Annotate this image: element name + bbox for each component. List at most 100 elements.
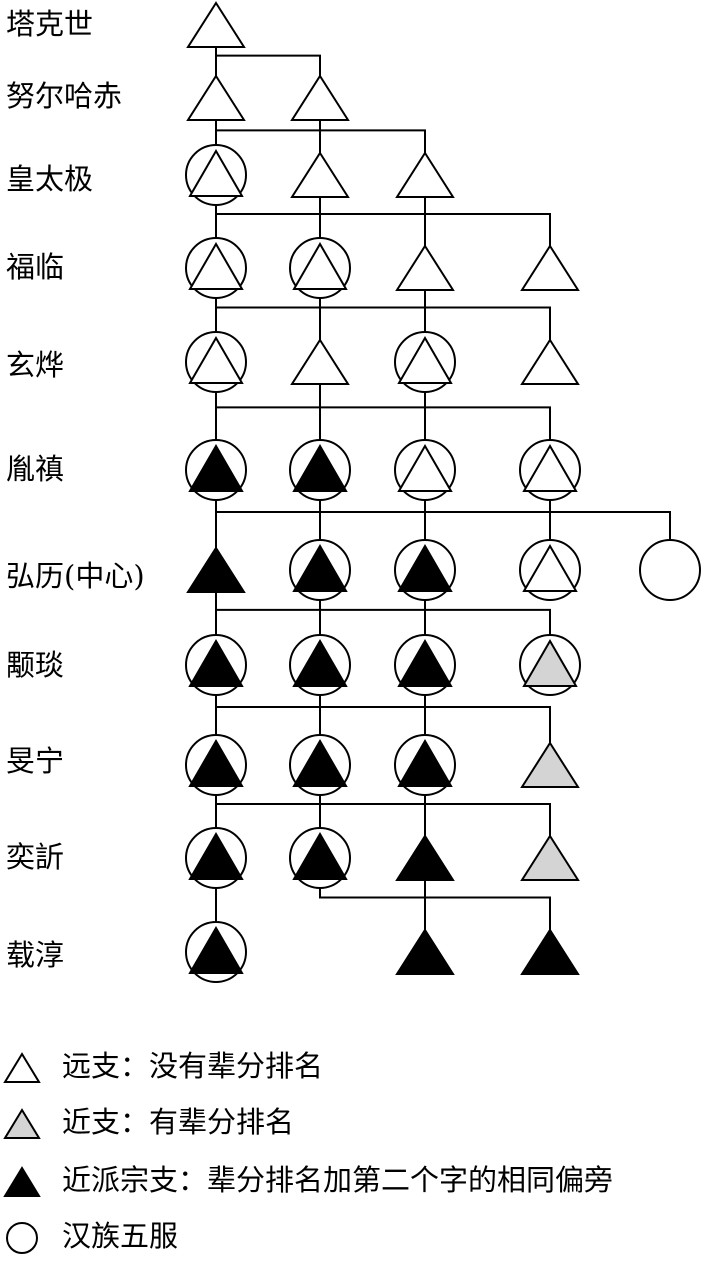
node-triangle <box>186 546 246 593</box>
generation-label-hong-taiji: 皇太极 <box>6 162 94 196</box>
node-triangle <box>188 832 244 880</box>
node-triangle <box>188 926 244 974</box>
node-g7-0 <box>185 634 247 696</box>
node-g4-1 <box>290 338 350 385</box>
node-triangle <box>292 739 348 787</box>
node-triangle <box>292 444 348 492</box>
node-triangle <box>397 639 453 687</box>
generation-label-taksi: 塔克世 <box>6 7 94 41</box>
node-g8-0 <box>185 734 247 796</box>
node-triangle <box>290 338 350 385</box>
genealogy-tree <box>185 1 701 983</box>
node-g7-3 <box>519 634 581 696</box>
node-g8-1 <box>289 734 351 796</box>
node-g10-0 <box>185 921 247 983</box>
node-triangle <box>292 242 348 290</box>
generation-label-minning: 旻宁 <box>6 744 65 778</box>
node-g2-0 <box>185 144 247 206</box>
generation-label-nurhaci: 努尔哈赤 <box>6 79 123 113</box>
node-g10-2 <box>395 928 455 975</box>
node-triangle <box>188 639 244 687</box>
node-triangle <box>395 834 455 881</box>
node-triangle <box>395 928 455 975</box>
node-triangle <box>188 739 244 787</box>
edge-g4-1-g5-2 <box>319 364 426 470</box>
generation-label-yixin: 奕訢 <box>6 840 65 874</box>
node-triangle <box>397 444 453 492</box>
node-triangle <box>290 74 350 121</box>
node-circle <box>639 539 701 601</box>
node-triangle <box>520 244 580 291</box>
node-g6-3 <box>519 539 581 601</box>
generation-label-yinzhen: 胤禛 <box>6 452 65 486</box>
node-g3-0 <box>185 237 247 299</box>
nodes-layer <box>185 1 701 983</box>
node-triangle <box>188 336 244 384</box>
node-g5-2 <box>394 439 456 501</box>
node-g9-3 <box>520 834 580 881</box>
node-triangle <box>397 336 453 384</box>
node-triangle <box>188 149 244 197</box>
legend-item-distant-branch: 远支：没有辈分排名 <box>0 1048 701 1088</box>
generation-label-hongli: 弘历(中心) <box>6 559 145 593</box>
generation-label-xuanye: 玄烨 <box>6 348 65 382</box>
node-g3-3 <box>520 244 580 291</box>
node-g4-0 <box>185 331 247 393</box>
legend-text: 远支：没有辈分排名 <box>62 1049 324 1083</box>
generation-label-zaichun: 载淳 <box>6 938 65 972</box>
node-g8-3 <box>520 741 580 788</box>
circle-icon <box>6 1222 38 1254</box>
gray-triangle-icon <box>3 1108 41 1139</box>
node-triangle <box>522 544 578 592</box>
node-g4-3 <box>520 338 580 385</box>
node-g6-0 <box>186 546 246 593</box>
legend-item-close-lineage: 近派宗支：辈分排名加第二个字的相同偏旁 <box>0 1162 701 1202</box>
node-g4-2 <box>394 331 456 393</box>
legend-item-near-branch: 近支：有辈分排名 <box>0 1104 701 1144</box>
black-triangle-icon <box>3 1166 41 1197</box>
node-triangle <box>292 544 348 592</box>
node-triangle <box>186 74 246 121</box>
node-g6-2 <box>394 539 456 601</box>
node-g9-2 <box>395 834 455 881</box>
node-triangle <box>188 444 244 492</box>
node-g2-1 <box>290 151 350 198</box>
node-g1-0 <box>186 74 246 121</box>
node-g9-0 <box>185 827 247 889</box>
legend-text: 汉族五服 <box>62 1219 179 1253</box>
node-triangle <box>397 544 453 592</box>
node-g7-2 <box>394 634 456 696</box>
white-triangle-icon <box>3 1052 41 1083</box>
node-g5-1 <box>289 439 351 501</box>
node-g5-0 <box>185 439 247 501</box>
generation-label-fulin: 福临 <box>6 250 65 284</box>
node-triangle <box>522 444 578 492</box>
node-triangle <box>520 741 580 788</box>
node-triangle <box>290 151 350 198</box>
node-triangle <box>292 639 348 687</box>
node-g6-4 <box>639 539 701 601</box>
node-g0-0 <box>186 1 246 48</box>
node-triangle <box>186 1 246 48</box>
node-g9-1 <box>289 827 351 889</box>
node-triangle <box>395 244 455 291</box>
node-triangle <box>292 832 348 880</box>
generation-label-yongyan: 颙琰 <box>6 648 65 682</box>
node-g1-1 <box>290 74 350 121</box>
legend-text: 近支：有辈分排名 <box>62 1105 295 1139</box>
node-g6-1 <box>289 539 351 601</box>
legend-text: 近派宗支：辈分排名加第二个字的相同偏旁 <box>62 1163 614 1197</box>
node-triangle <box>520 338 580 385</box>
node-g8-2 <box>394 734 456 796</box>
legend-item-five-mourning: 汉族五服 <box>0 1218 701 1258</box>
node-triangle <box>395 151 455 198</box>
node-g2-2 <box>395 151 455 198</box>
node-g5-3 <box>519 439 581 501</box>
node-g7-1 <box>289 634 351 696</box>
node-g3-2 <box>395 244 455 291</box>
node-triangle <box>188 242 244 290</box>
node-g3-1 <box>289 237 351 299</box>
node-triangle <box>520 834 580 881</box>
node-g10-3 <box>520 928 580 975</box>
node-triangle <box>520 928 580 975</box>
